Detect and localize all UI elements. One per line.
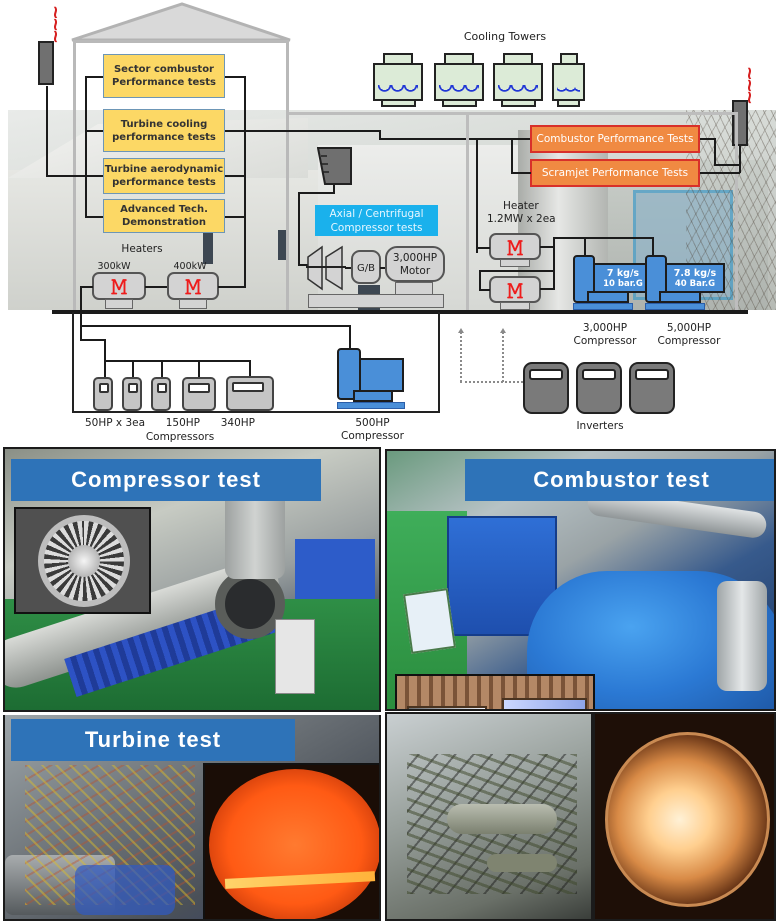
heater-rating: 400kW	[173, 261, 207, 272]
compressor-flow: 7.8 kg/s	[673, 268, 717, 279]
motor-3000hp: 3,000HP Motor	[385, 246, 445, 282]
compressor-500hp-label: 500HP Compressor	[330, 417, 415, 443]
inverter-icon	[629, 362, 675, 414]
test-label-line2: performance tests	[112, 177, 216, 188]
test-label-line1: Turbine cooling	[120, 118, 208, 130]
motor-label-line1: 3,000HP	[392, 252, 438, 264]
heater-1-2mw: 𝙼	[489, 233, 541, 260]
turbine-test-title: Turbine test	[11, 719, 295, 761]
compressor-power: 5,000HP	[666, 322, 712, 334]
motor-label-line2: Motor	[399, 265, 431, 277]
compressor-pressure: 40 Bar.G	[674, 279, 716, 289]
compressor-label: 5,000HP Compressor	[649, 322, 729, 348]
main-building-roof-outline	[71, 2, 291, 42]
test-label-line2: Demonstration	[121, 217, 207, 228]
cooling-tower-icon	[552, 53, 585, 107]
compressor-500hp-label-line2: Compressor	[341, 430, 404, 442]
turbine-hot-window-inset	[203, 763, 379, 919]
cooling-tower-icon	[434, 53, 484, 107]
test-label-line2: performance tests	[112, 131, 216, 143]
test-label-line1: Advanced Tech.	[120, 204, 208, 215]
heater-rating: 300kW	[97, 261, 131, 272]
compressors-group-label: Compressors	[145, 431, 215, 443]
test-axial-centrifugal-compressor: Axial / Centrifugal Compressor tests	[315, 205, 438, 236]
inverter-icon	[523, 362, 569, 414]
large-heater-label-line1: Heater	[503, 200, 539, 212]
inverters-label: Inverters	[576, 420, 624, 432]
combustor-flame-photo	[593, 712, 776, 921]
compressor-50hp-label: 50HP x 3ea	[85, 417, 146, 429]
compressor-room-outline	[72, 312, 440, 413]
compressor-impeller-inset	[14, 507, 151, 614]
combustor-rig-photo	[385, 712, 593, 921]
heater-coil-icon: 𝙼	[507, 279, 523, 304]
compressor-test-title: Compressor test	[11, 459, 321, 501]
exhaust-stack-icon	[38, 41, 54, 85]
ground-line	[52, 310, 748, 314]
gearbox: G/B	[351, 250, 381, 284]
cooling-tower-icon	[373, 53, 423, 107]
compressor-50hp-icon	[93, 377, 113, 411]
compressor-3000hp-icon: 7 kg/s 10 bar.G	[573, 255, 655, 311]
compressor-name: Compressor	[573, 335, 637, 347]
compressor-test-photo: Compressor test	[3, 447, 381, 712]
large-heater-label-line2: 1.2MW x 2ea	[487, 213, 556, 225]
heat-exhaust-icon: ~~~	[739, 65, 761, 103]
test-label-line1: Turbine aerodynamic	[104, 164, 224, 175]
test-sector-combustor: Sector combustor Performance tests	[103, 54, 225, 98]
heater-1-2mw: 𝙼	[489, 276, 541, 303]
compressor-500hp-label-line1: 500HP	[355, 417, 390, 429]
heat-exhaust-icon: ~~~	[45, 4, 67, 42]
test-turbine-aerodynamic: Turbine aerodynamic performance tests	[103, 158, 225, 194]
compressor-50hp-icon	[151, 377, 171, 411]
compressor-150hp-icon	[182, 377, 216, 411]
compressor-name: Compressor	[657, 335, 721, 347]
inverter-icon	[576, 362, 622, 414]
intake-filter-icon	[317, 147, 352, 185]
rig-label-line2: Compressor tests	[330, 221, 423, 234]
compressor-pressure: 10 bar.G	[603, 279, 643, 289]
compressor-150hp-label: 150HP	[165, 417, 201, 429]
compressor-500hp-icon	[337, 348, 419, 412]
small-compressor-labels: 50HP x 3ea 150HP 340HP	[85, 417, 275, 430]
test-turbine-cooling: Turbine cooling performance tests	[103, 109, 225, 152]
turbine-test-photo: Turbine test	[3, 715, 381, 921]
heater-400kw: 𝙼	[167, 272, 219, 300]
heater-coil-icon: 𝙼	[507, 236, 523, 261]
heater-coil-icon: 𝙼	[111, 275, 127, 300]
test-advanced-tech-demo: Advanced Tech. Demonstration	[103, 199, 225, 233]
heater-coil-icon: 𝙼	[185, 275, 201, 300]
compressor-power: 3,000HP	[582, 322, 628, 334]
compressor-340hp-label: 340HP	[220, 417, 255, 429]
combustor-window-inset	[395, 674, 595, 709]
large-heater-label: Heater 1.2MW x 2ea	[487, 200, 567, 226]
cooling-towers-label: Cooling Towers	[463, 30, 547, 43]
compressor-label: 3,000HP Compressor	[565, 322, 645, 348]
compressor-5000hp-icon: 7.8 kg/s 40 Bar.G	[645, 255, 727, 311]
compressor-flow: 7 kg/s	[606, 268, 640, 279]
cooling-tower-icon	[493, 53, 543, 107]
rig-baseplate	[308, 294, 444, 308]
combustor-test-photo: Combustor test	[385, 449, 776, 711]
test-label-line2: Performance tests	[112, 77, 216, 88]
compressor-340hp-icon	[226, 376, 274, 411]
rig-label-line1: Axial / Centrifugal	[329, 207, 424, 220]
combustor-test-title: Combustor test	[465, 459, 774, 501]
gearbox-label: G/B	[357, 263, 375, 274]
test-label-line1: Sector combustor	[113, 64, 214, 75]
heater-300kw: 𝙼	[92, 272, 146, 300]
test-combustor-performance: Combustor Performance Tests	[530, 125, 700, 153]
test-scramjet-performance: Scramjet Performance Tests	[530, 159, 700, 187]
heaters-label: Heaters	[121, 243, 163, 255]
compressor-50hp-icon	[122, 377, 142, 411]
compressor-stage-icon	[306, 245, 346, 291]
